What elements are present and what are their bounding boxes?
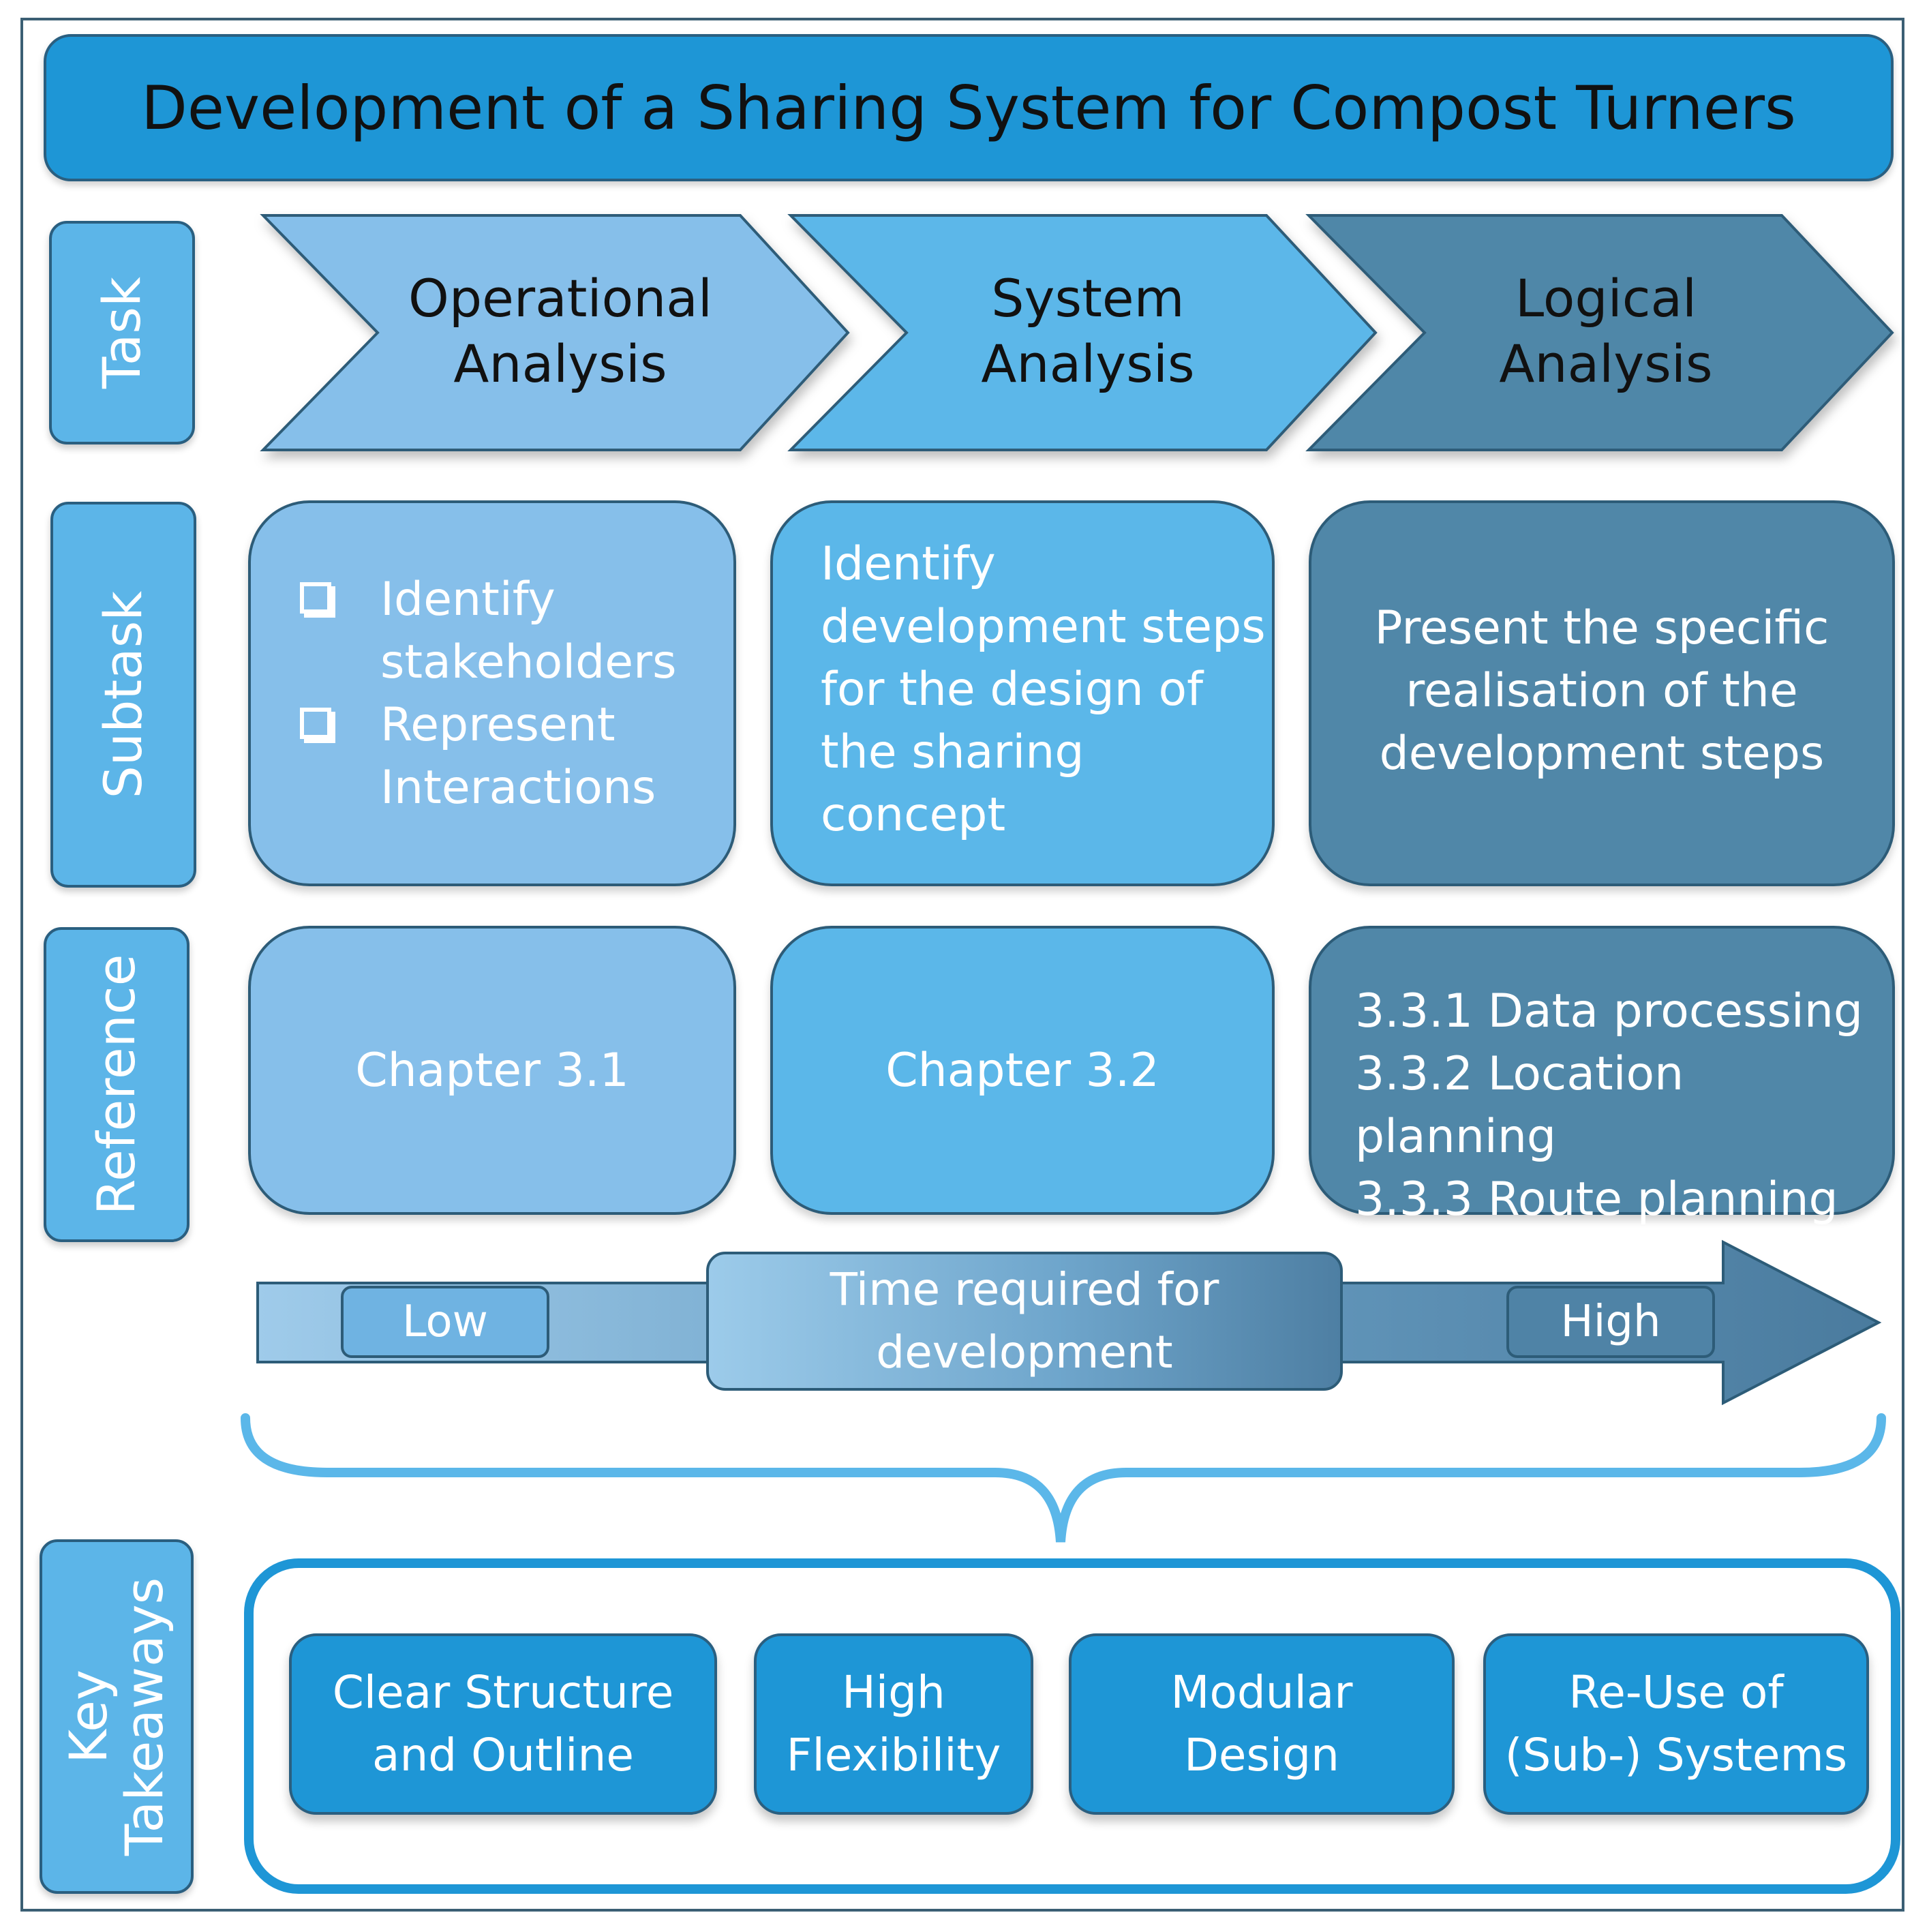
row-label-subtask-text: Subtask [92,590,153,799]
subtask-card-system: Identify development steps for the desig… [770,500,1275,886]
reference-operational-text: Chapter 3.1 [355,1043,629,1098]
time-required-label: Time required for development [706,1252,1343,1391]
reference-card-logical: 3.3.1 Data processing 3.3.2 Location pla… [1309,926,1895,1226]
checkbox-icon [300,708,331,739]
reference-card-operational: Chapter 3.1 [248,926,736,1215]
subtask-item: Represent Interactions [300,694,677,819]
row-label-task-text: Task [91,276,152,389]
diagram-title: Development of a Sharing System for Comp… [141,72,1796,143]
row-label-takeaways-text: Takeaways [114,1577,174,1856]
checkbox-icon [300,582,331,614]
takeaway-reuse-systems: Re-Use of(Sub-) Systems [1483,1633,1869,1815]
outer-frame [20,18,1904,1912]
row-label-reference-text: Reference [85,954,147,1216]
title-banner: Development of a Sharing System for Comp… [44,34,1894,181]
row-label-key-text: Key [57,1670,119,1764]
subtask-item: Identify stakeholders [300,569,677,694]
reference-card-system: Chapter 3.2 [770,926,1275,1215]
row-label-reference: Reference [44,927,189,1242]
reference-system-text: Chapter 3.2 [885,1043,1159,1098]
row-label-task: Task [49,221,195,444]
row-label-key-takeaways: Key Takeaways [40,1539,194,1894]
subtask-card-operational: Identify stakeholders Represent Interact… [248,500,736,886]
time-low-pill: Low [341,1286,549,1358]
subtask-card-logical: Present the specific realisation of the … [1309,500,1895,886]
time-high-pill: High [1506,1286,1715,1358]
row-label-subtask: Subtask [50,502,196,888]
